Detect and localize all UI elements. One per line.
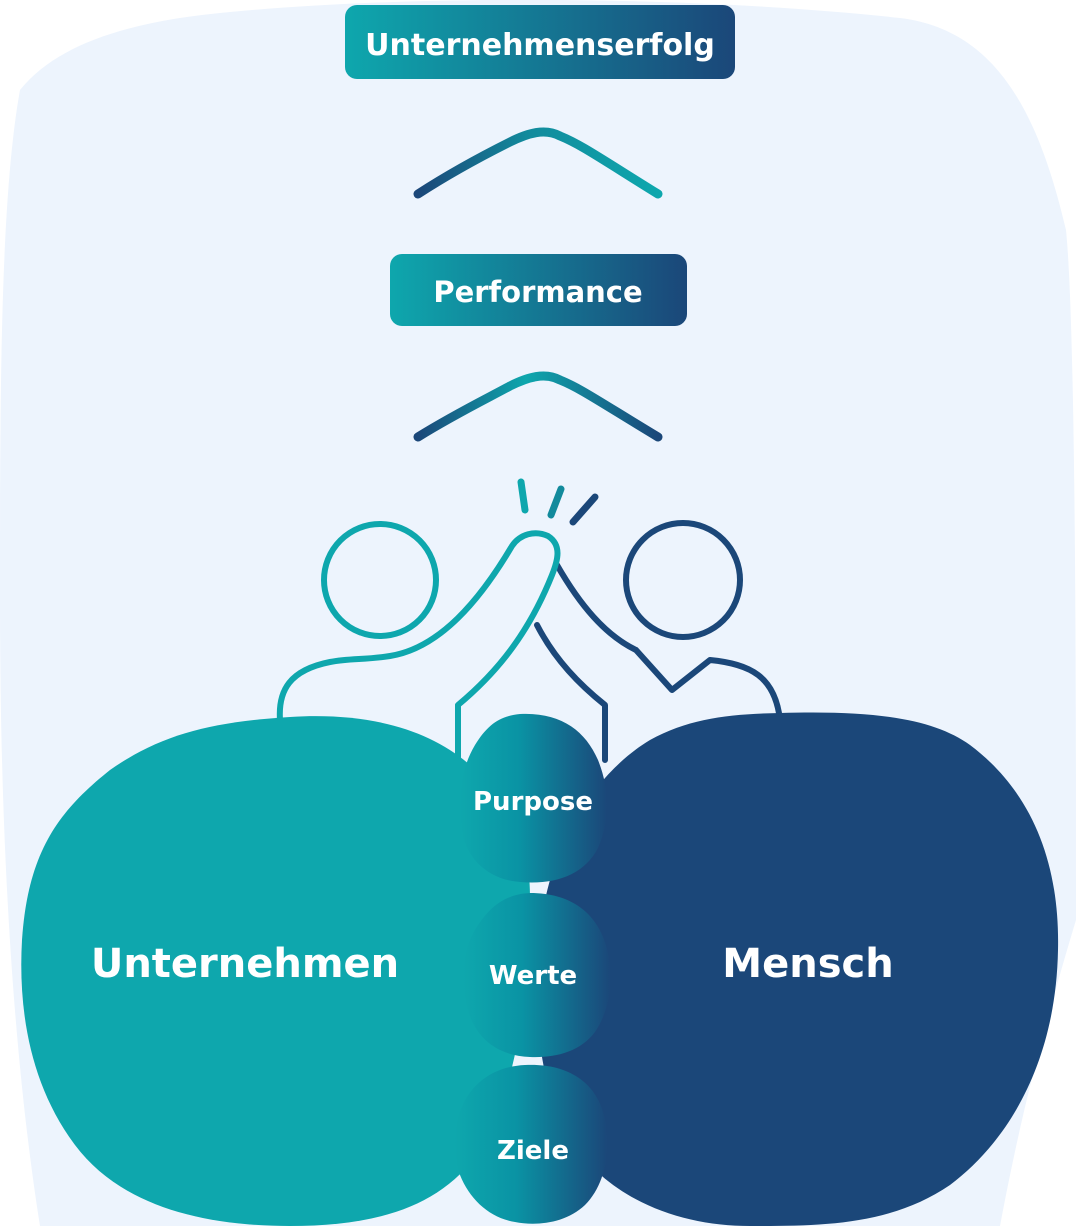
overlap-label-ziele: Ziele — [497, 1136, 569, 1166]
left-circle-unternehmen — [21, 716, 530, 1226]
top-level-box: Unternehmenserfolg — [345, 5, 735, 79]
overlap-label-werte: Werte — [489, 961, 577, 991]
overlap-label-purpose: Purpose — [473, 787, 593, 817]
high-five-people-icon — [276, 478, 783, 763]
left-circle-label: Unternehmen — [91, 941, 399, 987]
top-level-label: Unternehmenserfolg — [365, 28, 715, 63]
overlap-item-ziele: Ziele — [454, 1064, 608, 1224]
overlap-item-purpose: Purpose — [460, 713, 607, 883]
middle-level-label: Performance — [433, 275, 642, 309]
chevron-up-icon — [413, 127, 663, 199]
chevron-up-icon — [413, 371, 663, 442]
right-circle-label: Mensch — [722, 941, 893, 987]
overlap-item-werte: Werte — [463, 893, 611, 1058]
middle-level-box: Performance — [390, 254, 687, 326]
right-circle-mensch — [537, 712, 1059, 1226]
